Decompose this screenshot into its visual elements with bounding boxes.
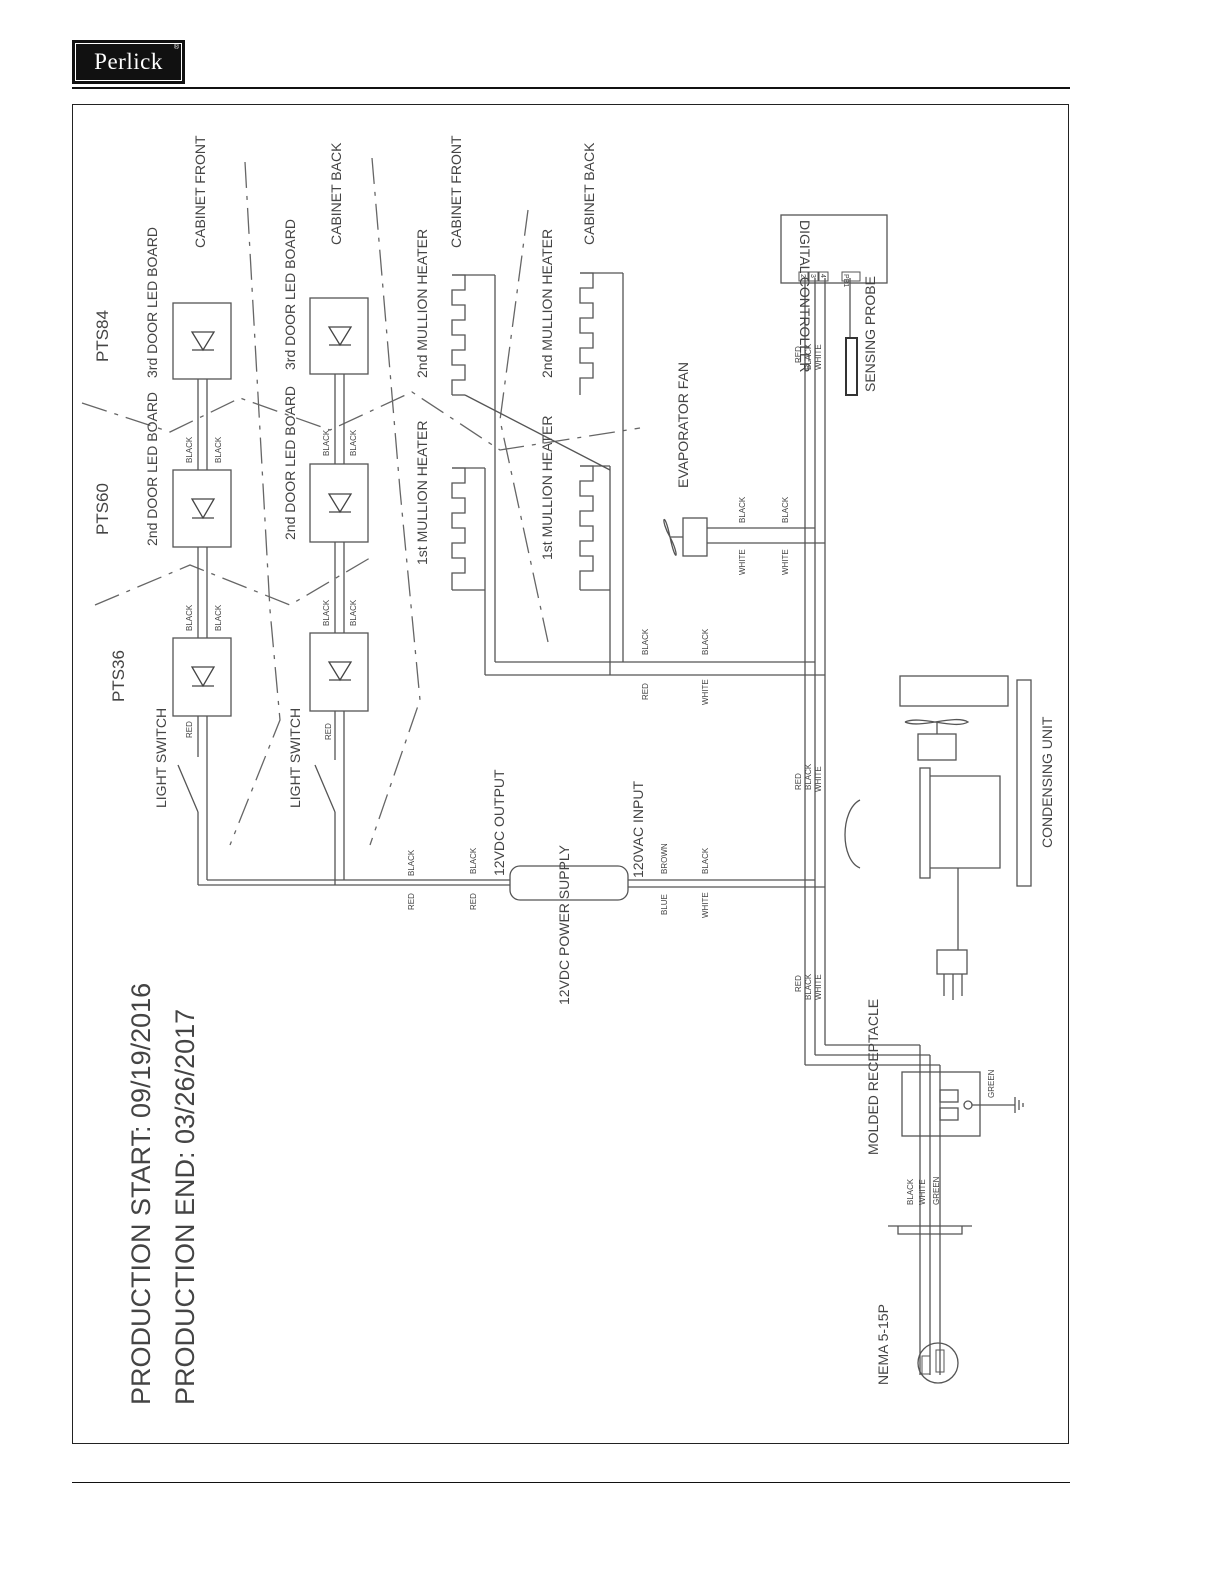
heater-1st-a: 1st MULLION HEATER (414, 421, 430, 565)
model-pts84: PTS84 (93, 310, 112, 362)
light-switch-1: LIGHT SWITCH (153, 708, 169, 808)
perlick-logo: Perlick ® (72, 40, 185, 84)
cabinet-back-1: CABINET BACK (328, 142, 344, 245)
wire-black: BLACK (214, 436, 223, 463)
wire-black: BLACK (804, 343, 813, 370)
wire-brown: BROWN (660, 843, 669, 874)
wire-black: BLACK (738, 496, 747, 523)
led-board-3rd-b: 3rd DOOR LED BOARD (282, 219, 298, 370)
diagram-frame (72, 104, 1069, 1444)
nema-label: NEMA 5-15P (875, 1304, 891, 1385)
footer-rule (72, 1482, 1070, 1483)
terminal-3: 3 (809, 274, 816, 278)
wire-white: WHITE (701, 892, 710, 918)
wire-black: BLACK (641, 628, 650, 655)
molded-receptacle-label: MOLDED RECEPTACLE (865, 999, 881, 1155)
wire-black: BLACK (906, 1178, 915, 1205)
evaporator-fan-label: EVAPORATOR FAN (675, 362, 691, 488)
wire-red: RED (641, 683, 650, 700)
sensing-probe-label: SENSING PROBE (862, 276, 878, 392)
heater-2nd-a: 2nd MULLION HEATER (414, 229, 430, 378)
header-rule (72, 87, 1070, 89)
wire-red: RED (324, 723, 333, 740)
model-pts36: PTS36 (109, 650, 128, 702)
terminal-2: 2 (799, 274, 806, 278)
light-switch-2: LIGHT SWITCH (287, 708, 303, 808)
digital-controller-label: DIGITAL CONTROLLER (797, 220, 813, 372)
wire-red: RED (407, 893, 416, 910)
condensing-unit-label: CONDENSING UNIT (1039, 716, 1055, 848)
wire-black: BLACK (701, 628, 710, 655)
wire-black: BLACK (804, 763, 813, 790)
model-pts60: PTS60 (93, 483, 112, 535)
wire-white: WHITE (814, 766, 823, 792)
wire-blue: BLUE (660, 894, 669, 915)
wire-red: RED (794, 773, 803, 790)
wire-black: BLACK (322, 599, 331, 626)
wire-green: GREEN (987, 1069, 996, 1098)
terminal-4: 4 (819, 274, 826, 278)
wire-white: WHITE (738, 549, 747, 575)
wire-red: RED (794, 975, 803, 992)
power-supply-label: 12VDC POWER SUPPLY (556, 844, 572, 1005)
heater-2nd-b: 2nd MULLION HEATER (539, 229, 555, 378)
production-start: PRODUCTION START: 09/19/2016 (126, 983, 156, 1405)
led-board-2nd-b: 2nd DOOR LED BOARD (282, 386, 298, 540)
wire-black: BLACK (781, 496, 790, 523)
wire-white: WHITE (701, 679, 710, 705)
cabinet-back-2: CABINET BACK (581, 142, 597, 245)
wire-white: WHITE (814, 974, 823, 1000)
led-board-3rd-a: 3rd DOOR LED BOARD (144, 227, 160, 378)
wire-black: BLACK (185, 436, 194, 463)
wire-black: BLACK (349, 429, 358, 456)
wire-black: BLACK (701, 847, 710, 874)
wire-black: BLACK (214, 604, 223, 631)
cabinet-front-1: CABINET FRONT (192, 135, 208, 248)
wire-white: WHITE (814, 344, 823, 370)
wire-red: RED (185, 721, 194, 738)
wire-black: BLACK (469, 847, 478, 874)
heater-1st-b: 1st MULLION HEATER (539, 416, 555, 560)
registered-mark: ® (173, 44, 179, 51)
production-end: PRODUCTION END: 03/26/2017 (170, 1009, 200, 1405)
wire-white: WHITE (918, 1179, 927, 1205)
terminal-pb1: PB1 (842, 274, 849, 287)
wire-black: BLACK (407, 849, 416, 876)
wire-white: WHITE (781, 549, 790, 575)
cabinet-front-2: CABINET FRONT (448, 135, 464, 248)
wire-black: BLACK (349, 599, 358, 626)
logo-text: Perlick (94, 49, 163, 74)
output-label: 12VDC OUTPUT (491, 769, 507, 876)
led-board-2nd-a: 2nd DOOR LED BOARD (144, 392, 160, 546)
wire-black: BLACK (322, 429, 331, 456)
wire-black: BLACK (185, 604, 194, 631)
wire-black: BLACK (804, 973, 813, 1000)
wire-red: RED (794, 346, 803, 363)
input-label: 120VAC INPUT (630, 781, 646, 878)
wire-red: RED (469, 893, 478, 910)
wire-green: GREEN (932, 1176, 941, 1205)
